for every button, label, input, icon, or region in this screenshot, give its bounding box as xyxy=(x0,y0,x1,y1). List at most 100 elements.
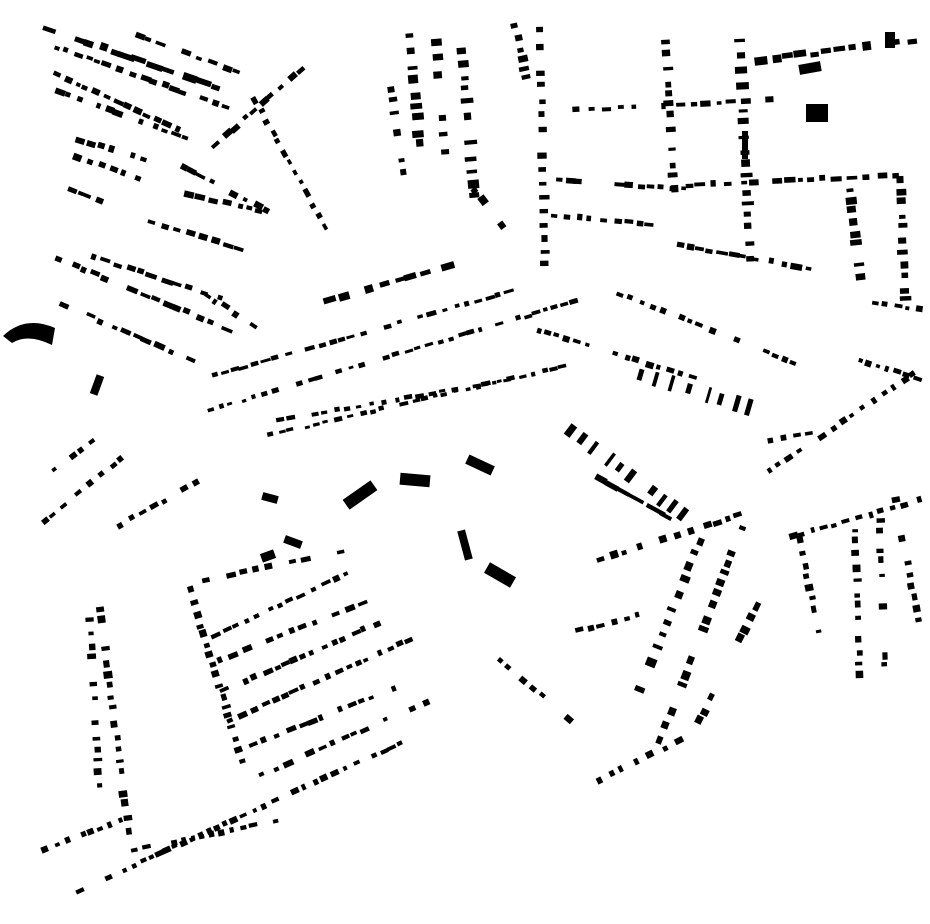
building xyxy=(250,360,259,367)
building xyxy=(855,661,863,666)
building xyxy=(271,695,281,704)
building xyxy=(217,294,224,301)
building xyxy=(160,128,169,134)
building xyxy=(728,251,741,259)
building xyxy=(399,168,407,176)
building xyxy=(858,357,864,364)
building xyxy=(639,299,646,306)
building xyxy=(817,431,828,442)
building xyxy=(849,238,863,246)
building xyxy=(148,854,155,861)
building xyxy=(517,54,529,63)
building xyxy=(438,388,446,393)
building xyxy=(317,714,324,722)
building xyxy=(460,85,469,91)
building xyxy=(386,744,397,752)
building xyxy=(802,573,810,580)
building xyxy=(185,228,197,238)
building xyxy=(465,328,475,336)
building xyxy=(469,192,480,199)
building xyxy=(647,484,659,497)
building xyxy=(798,61,822,75)
building xyxy=(659,511,673,522)
building xyxy=(904,560,912,566)
building xyxy=(219,685,230,694)
building xyxy=(424,341,434,348)
building xyxy=(129,152,136,159)
building xyxy=(676,102,686,107)
building xyxy=(644,222,654,227)
building xyxy=(915,305,924,313)
building xyxy=(40,516,50,526)
building xyxy=(77,190,84,197)
building xyxy=(793,49,807,58)
building xyxy=(820,47,832,55)
building xyxy=(404,348,414,354)
building xyxy=(170,839,178,847)
building xyxy=(879,573,885,578)
building xyxy=(594,473,608,485)
building xyxy=(762,348,771,355)
building xyxy=(116,521,124,530)
building xyxy=(906,572,914,578)
building xyxy=(122,101,133,111)
building xyxy=(218,403,225,410)
building xyxy=(868,511,874,519)
building xyxy=(802,562,810,571)
building xyxy=(280,149,289,159)
building xyxy=(258,107,266,115)
building xyxy=(252,807,258,814)
building xyxy=(228,815,239,825)
building xyxy=(348,365,354,370)
building xyxy=(351,628,362,637)
building xyxy=(275,416,285,423)
building xyxy=(667,375,676,392)
building xyxy=(673,735,685,746)
building xyxy=(724,515,732,523)
building xyxy=(631,104,637,109)
building xyxy=(260,357,271,364)
building xyxy=(95,606,105,613)
building xyxy=(231,622,240,629)
building xyxy=(207,407,215,413)
building xyxy=(679,574,691,584)
building xyxy=(150,295,161,303)
building xyxy=(152,122,160,130)
building xyxy=(288,558,297,565)
building xyxy=(870,396,878,405)
building xyxy=(210,669,220,678)
building xyxy=(74,136,86,145)
building xyxy=(474,298,483,304)
building xyxy=(274,664,282,671)
building xyxy=(614,182,625,187)
building xyxy=(851,549,860,557)
building xyxy=(877,172,888,179)
building xyxy=(331,638,339,646)
building xyxy=(220,693,228,702)
building xyxy=(676,506,690,522)
building xyxy=(477,194,489,207)
building xyxy=(265,636,275,644)
building xyxy=(261,492,279,504)
building xyxy=(660,720,670,730)
building xyxy=(876,507,885,515)
building xyxy=(376,649,383,657)
building xyxy=(395,639,404,648)
building xyxy=(712,519,723,527)
building xyxy=(861,41,872,51)
building xyxy=(241,398,247,404)
building xyxy=(467,179,480,189)
building xyxy=(881,662,888,667)
building xyxy=(432,53,444,61)
building xyxy=(680,669,692,682)
building xyxy=(539,99,546,105)
building xyxy=(907,370,916,378)
building xyxy=(211,99,220,108)
building xyxy=(856,650,863,656)
building xyxy=(298,683,306,691)
building xyxy=(595,776,604,785)
building xyxy=(76,446,85,455)
building xyxy=(704,248,713,255)
building xyxy=(899,214,906,219)
building xyxy=(804,583,814,592)
